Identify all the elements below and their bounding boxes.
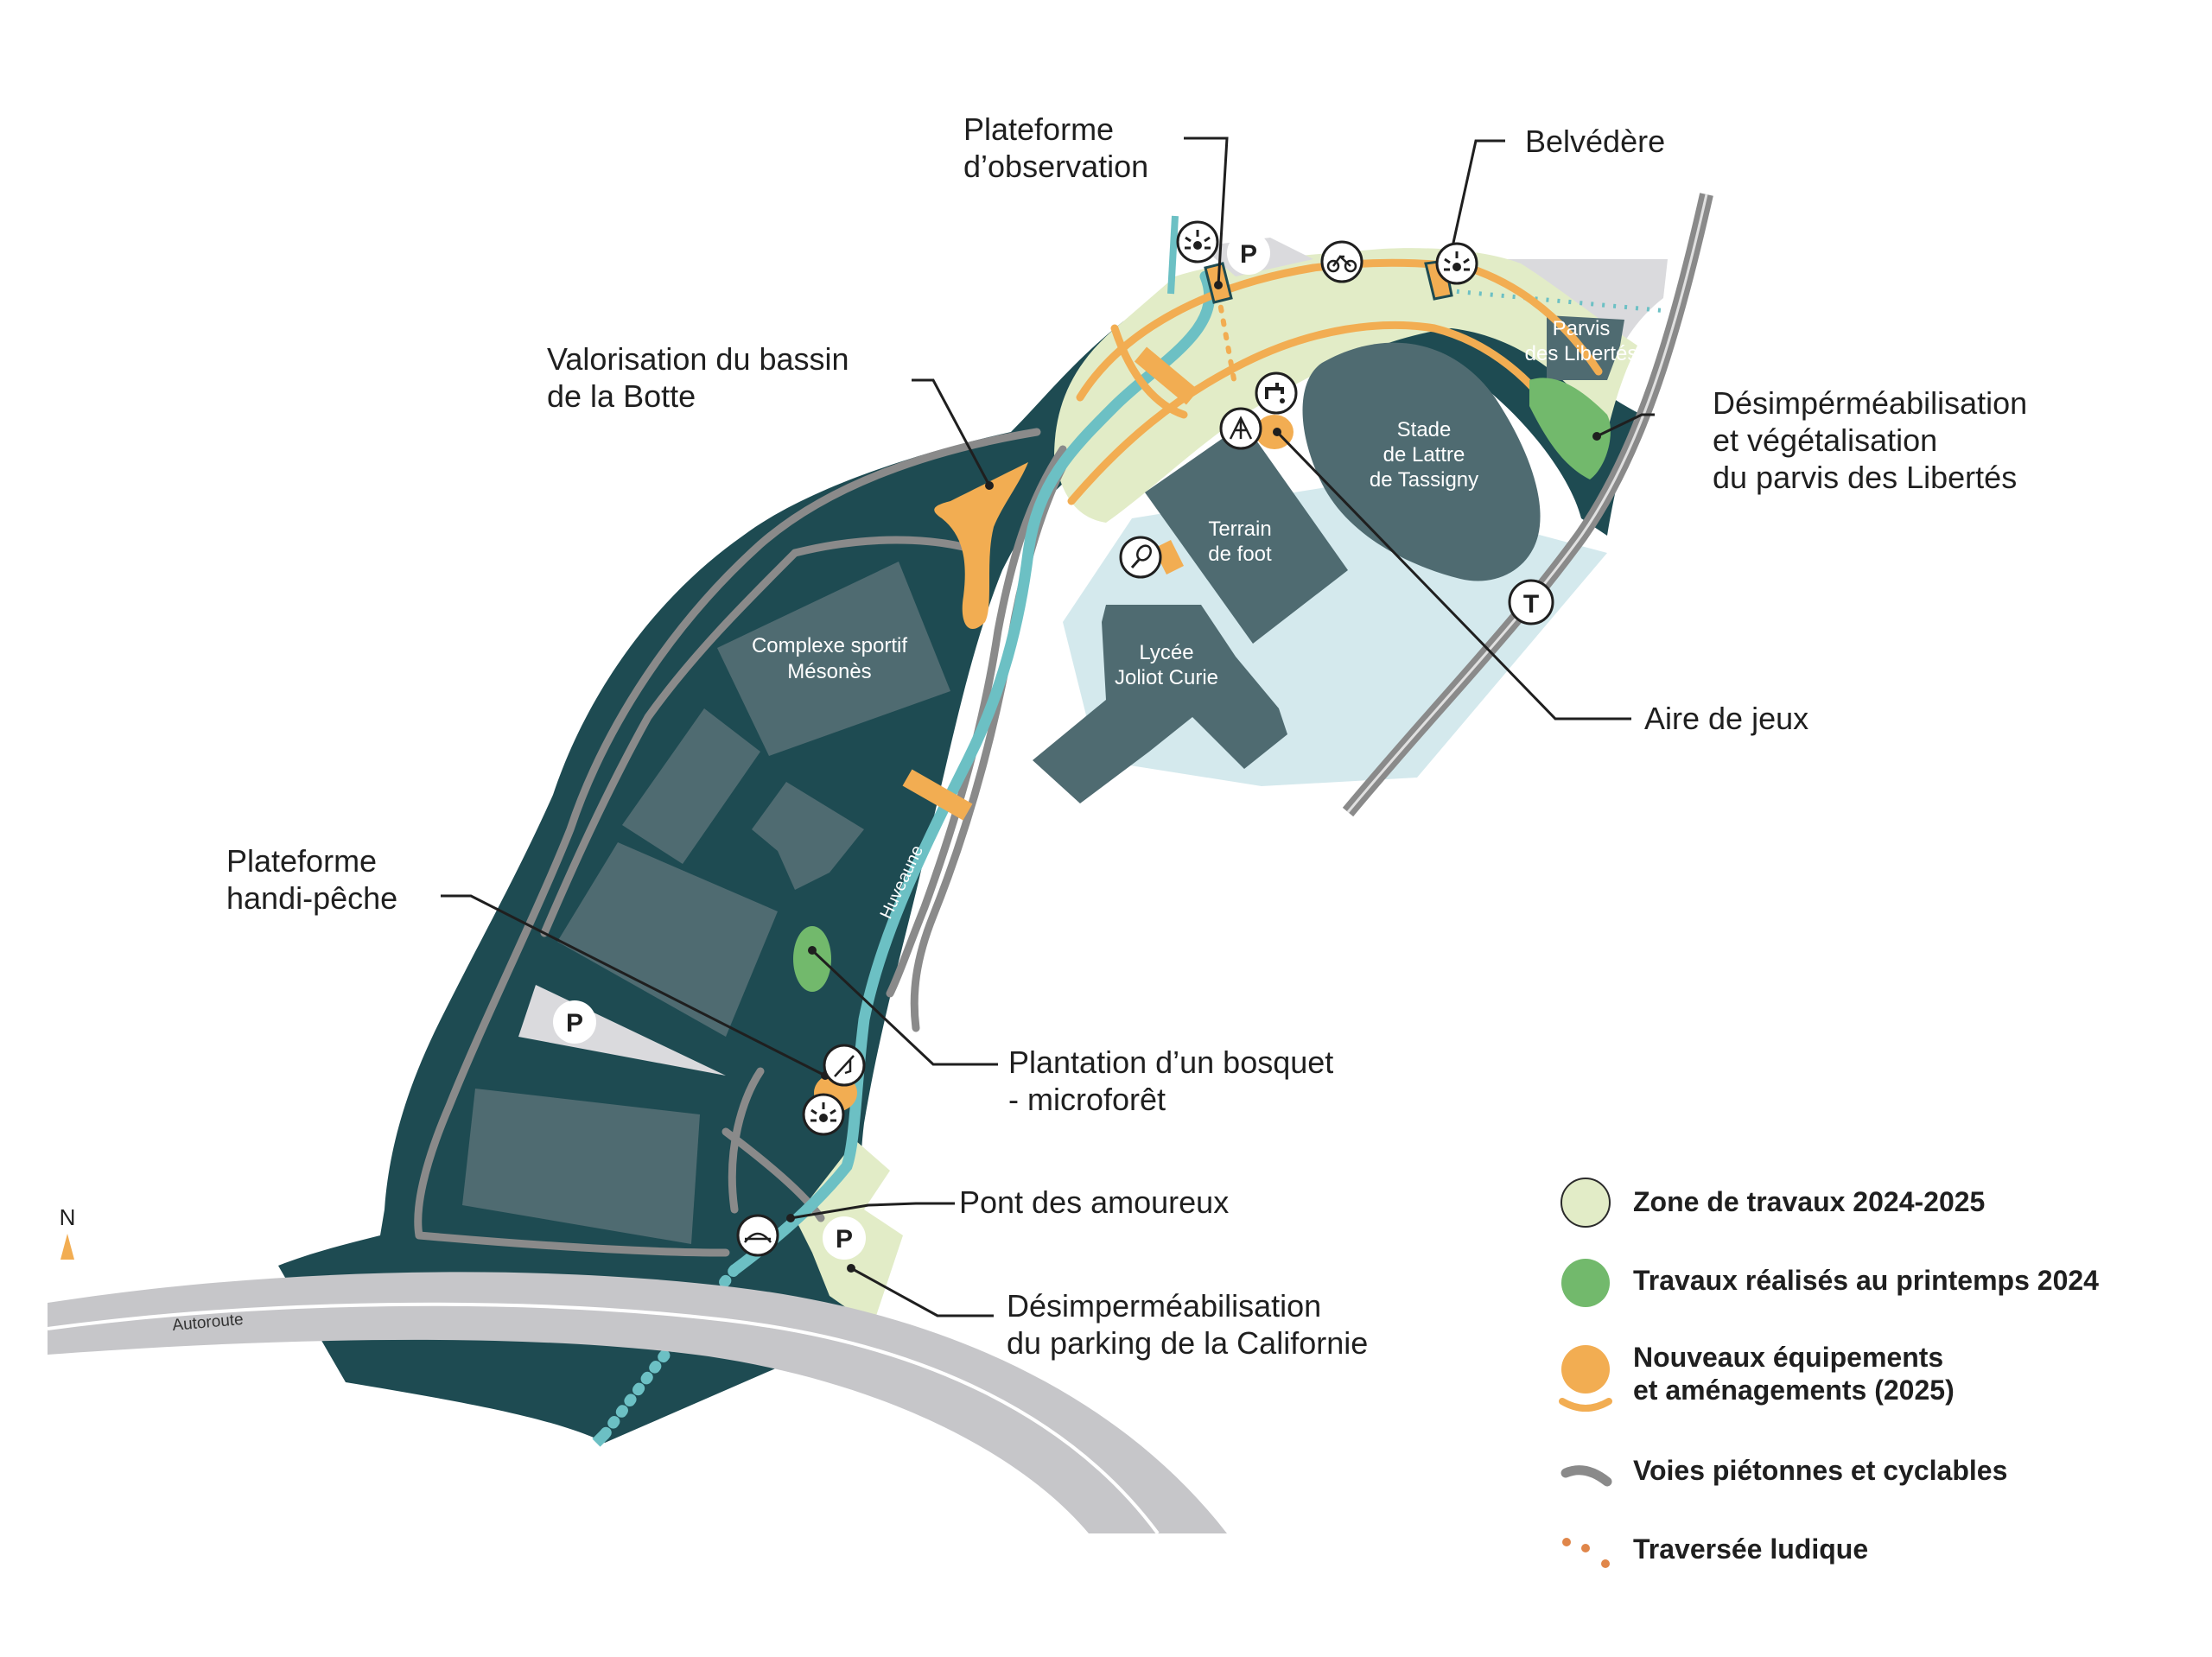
lycee-building [1033, 605, 1287, 803]
parvis-vegetation [1529, 378, 1611, 479]
legend-item-paths: Voies piétonnes et cyclables [1633, 1455, 2008, 1486]
label-parvis-1: Parvis [1553, 317, 1611, 340]
callout-dots [786, 281, 1601, 1273]
works-zone-swatch [1560, 1178, 1611, 1228]
svg-text:N: N [60, 1204, 76, 1230]
tennis-icon [1119, 536, 1162, 579]
sports-complex [717, 562, 950, 756]
legend-item-playful-crossing: Traversée ludique [1633, 1533, 1869, 1565]
legend-item-new-equipment: Nouveaux équipements et aménagements (20… [1633, 1342, 1955, 1406]
tram-icon: T [1508, 579, 1554, 625]
callout-handi-peche: Plateforme handi-pêche [226, 843, 398, 916]
callout-belvedere: Belvédère [1525, 124, 1666, 159]
viewpoint-icon [1435, 242, 1478, 285]
callout-lines [441, 136, 1655, 1317]
svg-text:P: P [566, 1009, 583, 1038]
label-terrain-2: de foot [1208, 543, 1272, 566]
autoroute-line [47, 1302, 1160, 1535]
playful-crossing [1216, 291, 1238, 391]
callout-pont-amoureux: Pont des amoureux [959, 1184, 1230, 1220]
tram-line-inner [1346, 194, 1708, 813]
playground-icon [1219, 407, 1262, 450]
callout-desimper-parking: Désimperméabilisation du parking de la C… [1007, 1288, 1369, 1361]
new-equipment-swatch [1559, 1345, 1612, 1412]
tennis-area [1154, 540, 1184, 575]
bosquet-microforet [793, 926, 831, 992]
football-field [1145, 423, 1348, 644]
label-terrain-1: Terrain [1208, 517, 1271, 541]
bicycle-icon [1320, 240, 1363, 283]
legend-item-done-green: Travaux réalisés au printemps 2024 [1633, 1265, 2099, 1296]
playful-crossing-swatch [1562, 1538, 1610, 1568]
svg-text:P: P [836, 1225, 853, 1254]
callout-aire-jeux: Aire de jeux [1644, 701, 1809, 736]
parking-icon: P [1227, 232, 1270, 275]
river-end [592, 1430, 609, 1447]
svg-text:P: P [1240, 240, 1257, 269]
bridge-icon [736, 1214, 779, 1257]
river-tributary [1167, 215, 1179, 295]
parking-icon: P [823, 1216, 866, 1260]
building-west-1 [622, 708, 760, 864]
svg-text:T: T [1523, 590, 1539, 619]
stadium [1302, 342, 1541, 581]
label-parvis-2: des Libertés [1525, 342, 1638, 365]
new-paths [1067, 258, 1603, 505]
legend-item-works-zone: Zone de travaux 2024-2025 [1633, 1186, 1986, 1217]
label-stade-1: Stade [1397, 418, 1452, 441]
label-lycee-2: Joliot Curie [1115, 666, 1218, 689]
viewpoint-icon [1176, 220, 1219, 263]
parking-icon: P [553, 1000, 596, 1044]
building-west-2 [752, 782, 864, 890]
fishing-icon [823, 1044, 866, 1087]
callout-desimper-parvis: Désimpérméabilisation et végétalisation … [1713, 385, 2028, 495]
done-green-swatch [1561, 1259, 1610, 1307]
callout-bosquet: Plantation d’un bosquet - microforêt [1008, 1044, 1334, 1117]
bridge-north [1134, 346, 1199, 405]
building-west-3 [557, 842, 778, 1037]
autoroute [48, 1272, 1227, 1533]
label-complexe-1: Complexe sportif [752, 634, 907, 657]
north-arrow-icon: N [60, 1204, 76, 1260]
river-huveaune [728, 270, 1216, 1276]
callout-plateforme-observation: Plateforme d’observation [963, 111, 1149, 184]
viewpoint-icon [802, 1093, 845, 1136]
label-stade-3: de Tassigny [1370, 468, 1478, 492]
building-west-4 [462, 1089, 700, 1244]
label-stade-2: de Lattre [1383, 443, 1465, 467]
label-lycee-1: Lycée [1139, 641, 1193, 664]
bridge-middle [902, 769, 973, 821]
label-complexe-2: Mésonès [787, 660, 871, 683]
callout-bassin-botte: Valorisation du bassin de la Botte [547, 341, 849, 414]
bassin-botte [934, 462, 1028, 630]
water-tap-icon [1255, 371, 1298, 415]
paths-swatch [1560, 1465, 1612, 1487]
